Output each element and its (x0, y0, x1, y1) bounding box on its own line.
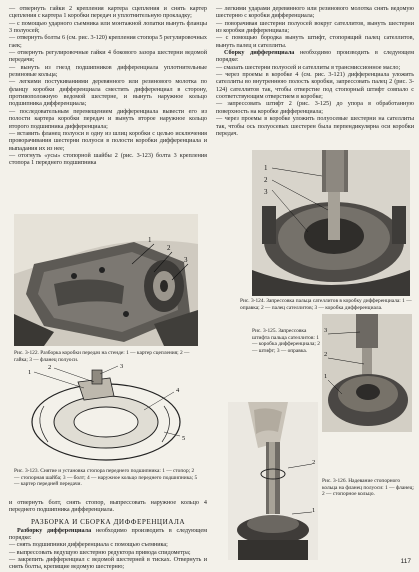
left-bottom-text: и отвернуть болт, снять стопор, выпрессо… (9, 500, 207, 572)
callout-1: 1 (148, 236, 152, 244)
paragraph: — запрессовать штифт 2 (рис. 3-125) до у… (216, 101, 414, 115)
caption-number: Рис. 3-125. (252, 328, 277, 334)
caption-text: Запрессовка пальца сателлитов в коробку … (266, 298, 401, 304)
paragraph: — через проемы в коробке уложить полуосе… (216, 116, 414, 137)
page-number: 117 (400, 558, 411, 565)
caption-number: Рис. 3-122. (14, 350, 39, 356)
gearbox-stand-photo: 1 2 3 (14, 214, 198, 346)
figure-3-122: 1 2 3 (14, 214, 198, 346)
callout-5: 5 (182, 435, 185, 442)
left-column: — отвернуть гайки 2 крепления картера сц… (9, 6, 207, 168)
paragraph: — снять подшипники дифференциала с помощ… (9, 542, 168, 549)
callout-2: 2 (324, 351, 327, 358)
paragraph: — выпрессовать ведущую шестерню редуктор… (9, 549, 191, 556)
paragraph: — через проемы в коробке 4 (см. рис. 3-1… (216, 72, 414, 101)
paragraph: Разборку дифференциала необходимо произв… (9, 527, 207, 542)
callout-3: 3 (264, 188, 268, 196)
callout-3: 3 (184, 256, 188, 264)
caption-text: Разборка коробки передач на стенде: (40, 350, 125, 356)
callout-3: 3 (120, 363, 123, 370)
caption-text: Запрессовка штифта пальца сателлитов: (252, 328, 315, 341)
callout-1: 1 (264, 164, 268, 172)
callout-4: 4 (176, 387, 180, 394)
caption-legend: 1 — картер сцепления; 2 — гайка; 3 — фла… (14, 350, 190, 363)
paragraph: — с помощью ударного съемника или монтаж… (9, 20, 207, 35)
paragraph: — отвернуть гайки 2 крепления картера сц… (9, 6, 207, 20)
figure-3-126: 2 1 (228, 402, 318, 560)
caption-number: Рис. 3-123. (14, 468, 39, 474)
callout-2: 2 (167, 244, 171, 252)
callout-2: 2 (264, 176, 268, 184)
paragraph: — отогнуть «усы» стопорной шайбы 2 (рис.… (9, 152, 207, 167)
paragraph: — с помощью бородка вынуть штифт, стопор… (216, 35, 414, 49)
figure-3-122-caption: Рис. 3-122. Разборка коробки передач на … (14, 350, 198, 363)
figure-3-126-caption: Рис. 3-126. Надевание стопорного кольца … (322, 478, 414, 498)
section-title: РАЗБОРКА И СБОРКА ДИФФЕРЕНЦИАЛА (30, 517, 186, 526)
paragraph: — отвернуть болты 6 (см. рис. 3-120) кре… (9, 35, 207, 49)
caption-number: Рис. 3-124. (240, 298, 265, 304)
callout-3: 3 (324, 327, 327, 334)
paragraph: — смазать шестерни полуосей и сателлиты … (216, 64, 401, 71)
figure-3-124-caption: Рис. 3-124. Запрессовка пальца сателлито… (240, 298, 414, 311)
callout-2: 2 (312, 459, 315, 466)
caption-legend: 1 — фланец; 2 — стопорное кольцо. (322, 484, 414, 498)
paragraph: — закрепить дифференциал с ведомой шесте… (9, 557, 207, 571)
press-pinion-pin-photo: 1 2 3 (252, 150, 410, 296)
flange-ring-photo: 2 1 (228, 402, 318, 560)
caption-legend: 1 — оправка; 2 — палец сателлитов; 3 — к… (240, 298, 412, 311)
paragraph: — вынуть из гнезд подшипников дифференци… (9, 64, 207, 79)
press-pin-photo: 3 2 1 (322, 314, 412, 432)
paragraph: — легкими постукиваниями деревянного или… (9, 79, 207, 108)
caption-legend: 1 — коробка дифференциала; 2 — штифт; 3 … (252, 334, 320, 354)
caption-legend: 1 — стопор; 2 — стопорная шайба; 3 — бол… (14, 468, 198, 488)
paragraph: — поворачивая шестерни полуосей вокруг с… (216, 20, 414, 35)
figure-3-123-caption: Рис. 3-123. Снятие и установка стопора п… (14, 468, 200, 488)
paragraph: — легкими ударами деревянного или резино… (216, 6, 414, 20)
caption-text: Снятие и установка стопора переднего под… (40, 468, 161, 474)
callout-2: 2 (48, 364, 51, 371)
callout-1: 1 (324, 373, 327, 380)
bold-lead: Разборку дифференциала (17, 527, 92, 534)
callout-1: 1 (28, 369, 31, 376)
figure-3-125-caption: Рис. 3-125. Запрессовка штифта пальца са… (252, 328, 320, 354)
paragraph: и отвернуть болт, снять стопор, выпрессо… (9, 500, 207, 514)
bearing-stop-drawing: 1 2 3 4 5 (14, 362, 198, 466)
figure-3-123: 1 2 3 4 5 (14, 362, 198, 466)
paragraph: Сборку дифференциала необходимо производ… (216, 50, 414, 64)
caption-number: Рис. 3-126. (322, 478, 347, 484)
right-column: — легкими ударами деревянного или резино… (216, 6, 414, 138)
paragraph: — последовательным перемещением дифферен… (9, 108, 207, 130)
figure-3-125: 3 2 1 (322, 314, 412, 432)
caption-text: Надевание стопорного кольца на фланец по… (322, 478, 401, 491)
bold-lead: Сборку дифференциала (224, 50, 295, 57)
callout-1: 1 (312, 507, 315, 514)
paragraph: — отвернуть регулировочные гайки 4 боков… (9, 50, 207, 64)
paragraph: — вставить фланец полуоси в одну из шлиц… (9, 130, 207, 152)
figure-3-124: 1 2 3 (252, 150, 410, 296)
